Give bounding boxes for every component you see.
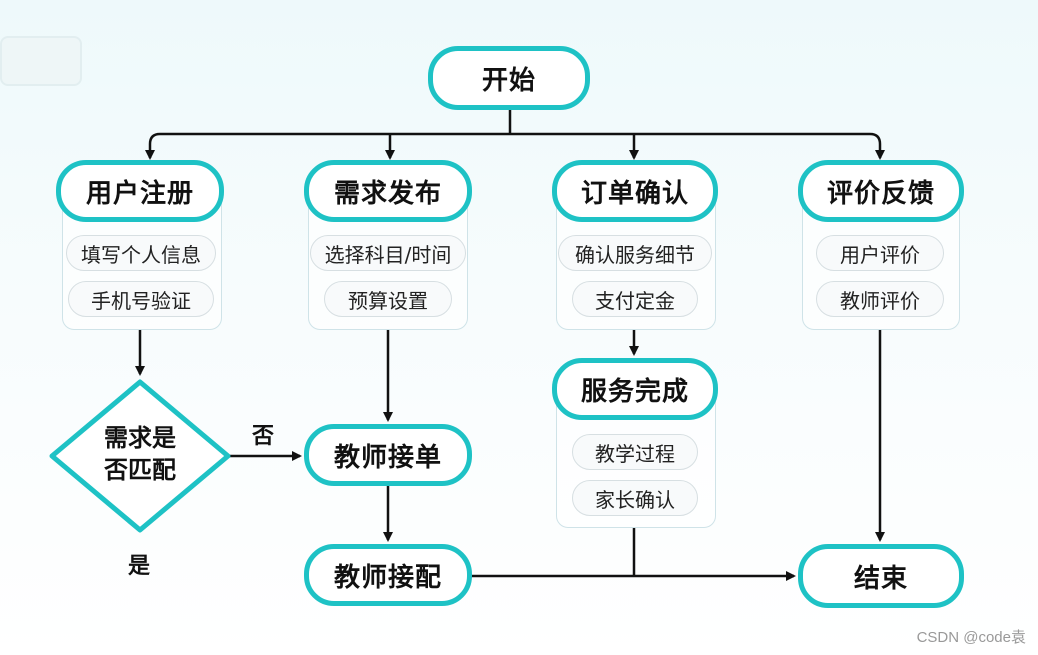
feedback-node: 评价反馈 [798,160,964,222]
confirm-item: 确认服务细节 [558,235,712,271]
end-node: 结束 [798,544,964,608]
edge-label-yes: 是 [128,554,151,579]
publish-item: 预算设置 [324,281,452,317]
register-item: 手机号验证 [68,281,214,317]
feedback-item: 用户评价 [816,235,944,271]
register-item: 填写个人信息 [66,235,216,271]
decision-label-line1: 需求是 [104,424,176,452]
start-node: 开始 [428,46,590,110]
publish-node: 需求发布 [304,160,472,222]
teacher-match-node: 教师接配 [304,544,472,606]
register-node: 用户注册 [56,160,224,222]
faded-button [0,36,82,86]
line-top-bus [148,132,882,155]
publish-item: 选择科目/时间 [310,235,466,271]
edge-label-no: 否 [252,424,275,449]
confirm-node: 订单确认 [552,160,718,222]
service-item: 教学过程 [572,434,698,470]
teacher-accept-node: 教师接单 [304,424,472,486]
decision-label-line2: 否匹配 [104,456,176,484]
decision-diamond [49,379,231,533]
watermark: CSDN @code袁 [916,629,1026,646]
confirm-item: 支付定金 [572,281,698,317]
service-item: 家长确认 [572,480,698,516]
service-done-node: 服务完成 [552,358,718,420]
feedback-item: 教师评价 [816,281,944,317]
